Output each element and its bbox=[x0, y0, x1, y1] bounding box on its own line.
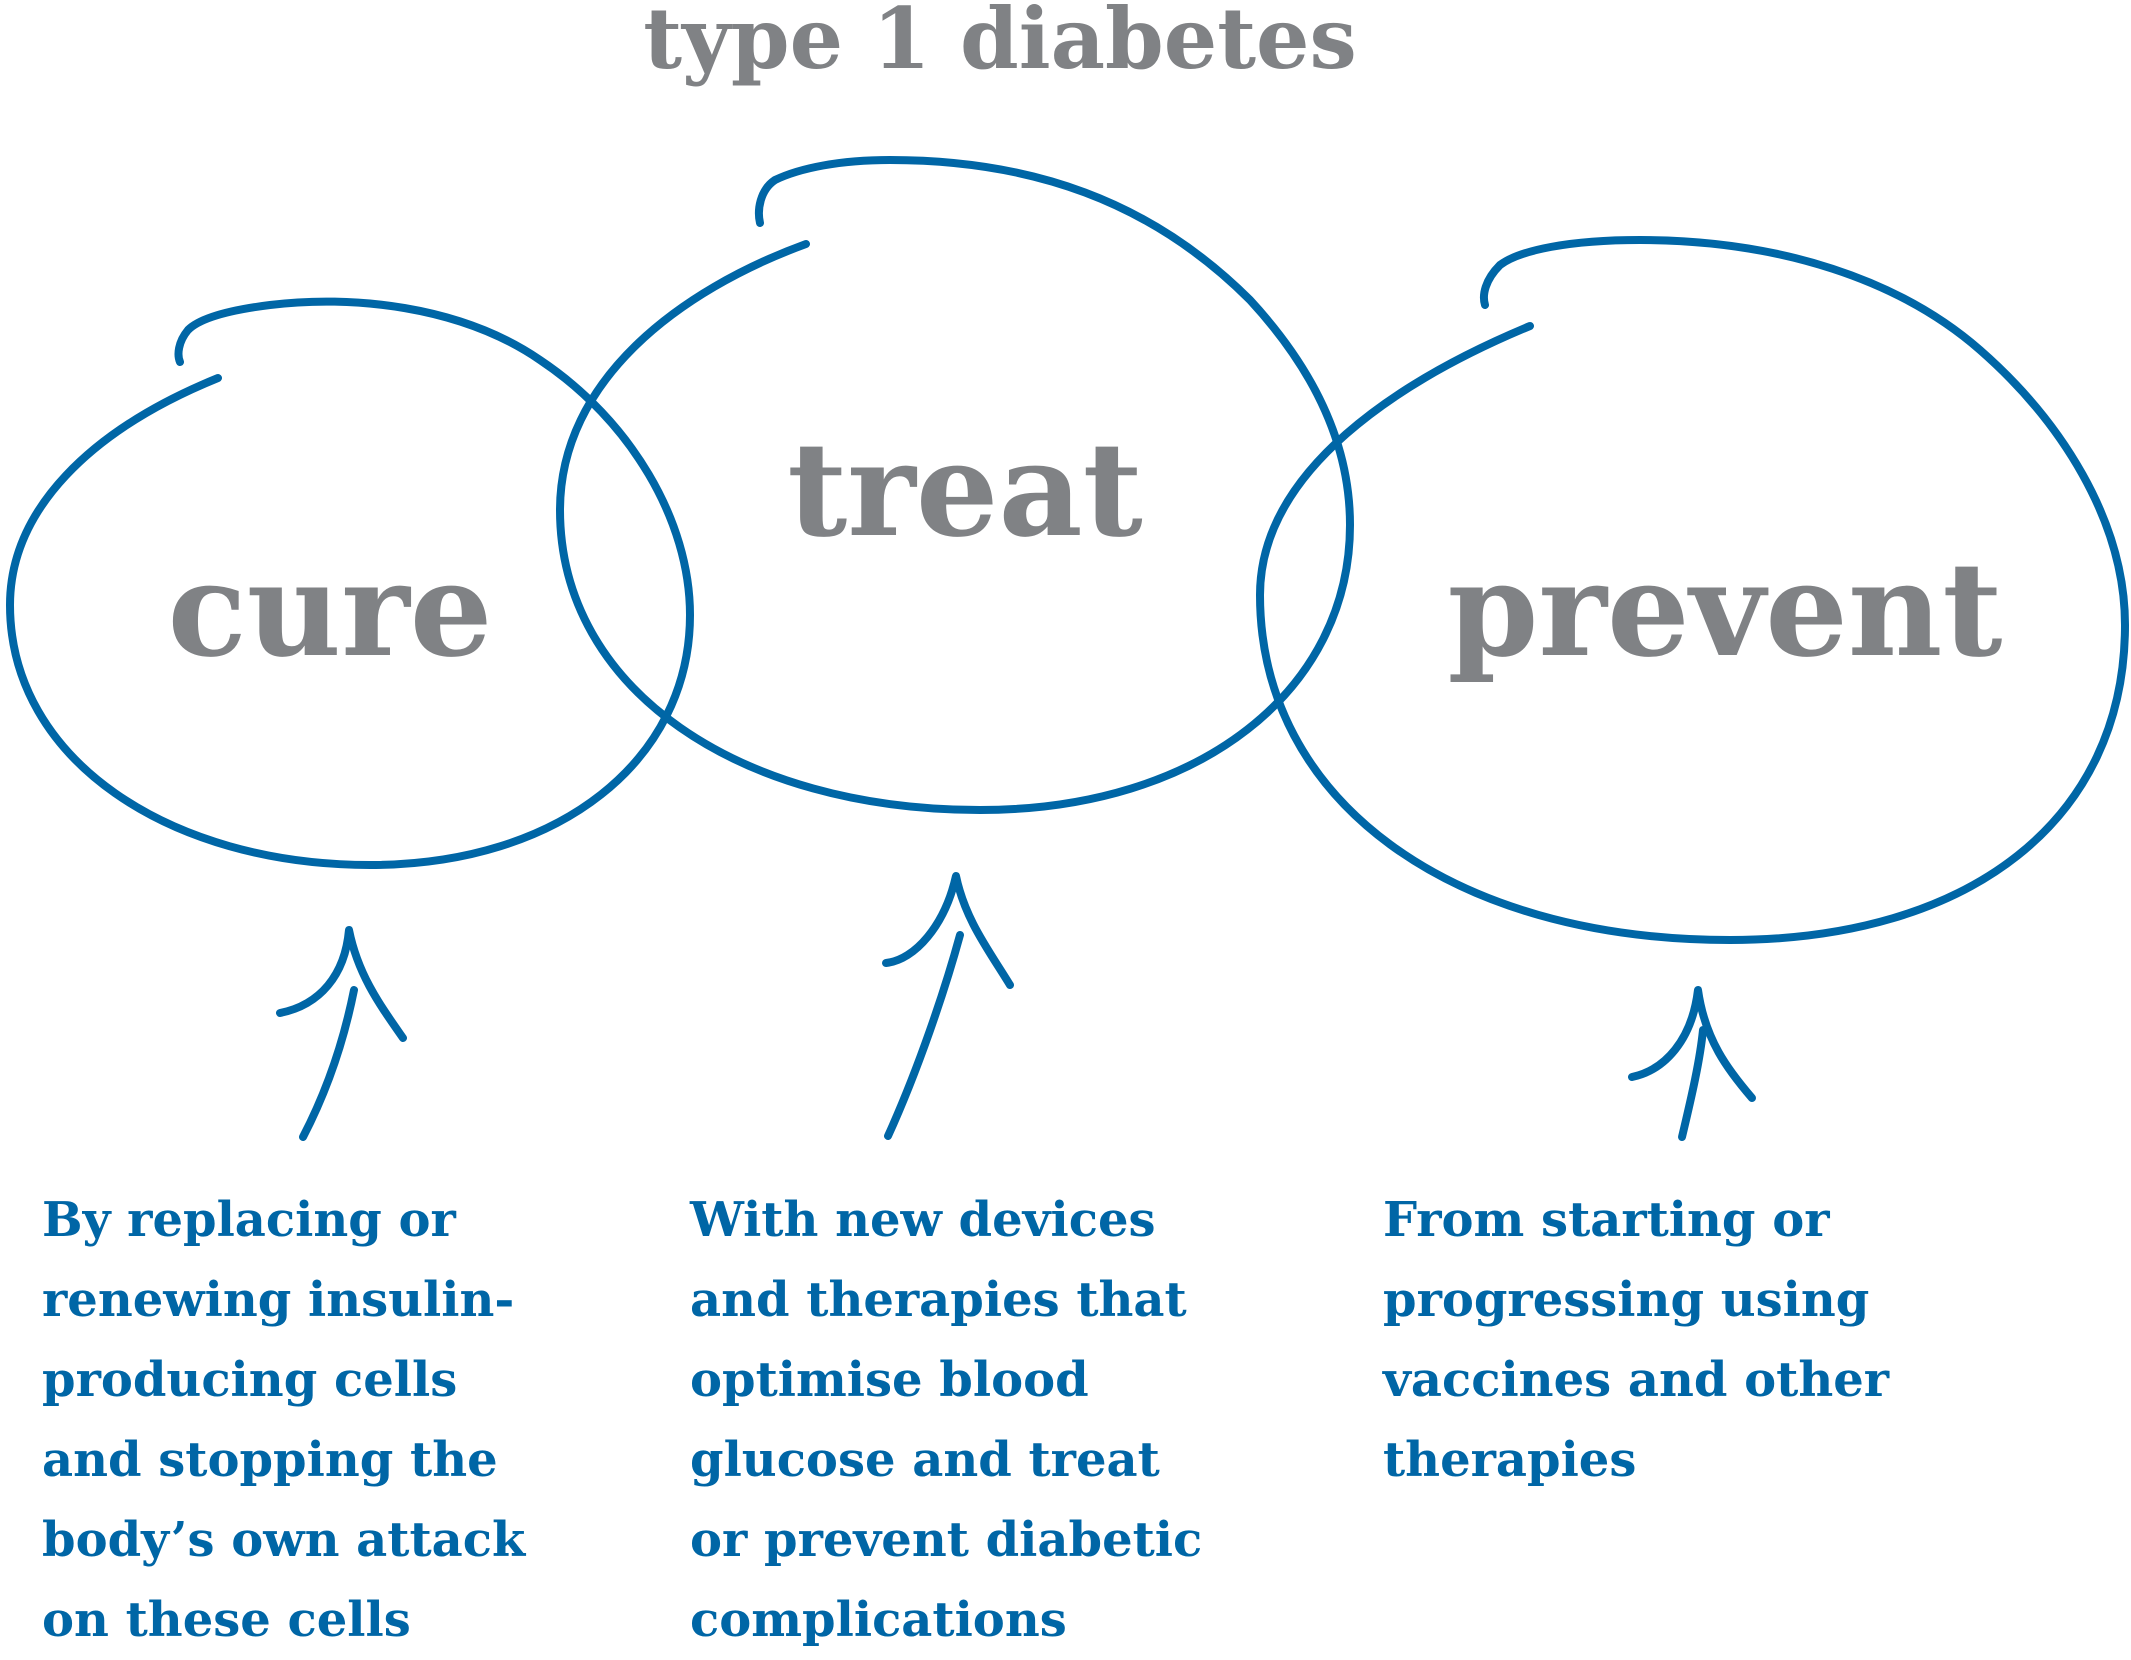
description-cure-line: on these cells bbox=[42, 1592, 411, 1648]
description-prevent-line: From starting or bbox=[1383, 1192, 1830, 1248]
prevent-loop bbox=[1256, 236, 2129, 944]
description-cure-line: renewing insulin- bbox=[42, 1272, 515, 1328]
description-treat-line: optimise blood bbox=[690, 1352, 1089, 1408]
arrow-cure bbox=[276, 926, 407, 1141]
description-cure-line: body’s own attack bbox=[42, 1512, 526, 1568]
arrow-treat-shaft bbox=[884, 931, 964, 1140]
description-prevent: From starting or progressing using vacci… bbox=[1383, 1180, 1889, 1500]
arrow-prevent-shaft bbox=[1678, 1026, 1707, 1141]
arrow-prevent bbox=[1628, 986, 1756, 1141]
description-cure: By replacing or renewing insulin- produc… bbox=[42, 1180, 525, 1660]
description-prevent-line: vaccines and other bbox=[1383, 1352, 1890, 1408]
description-treat-line: glucose and treat bbox=[690, 1432, 1160, 1488]
circle-label-prevent: prevent bbox=[1448, 533, 2003, 686]
description-treat-line: With new devices bbox=[690, 1192, 1156, 1248]
description-cure-line: producing cells bbox=[42, 1352, 458, 1408]
arrow-treat bbox=[882, 872, 1014, 1140]
arrow-cure-head bbox=[276, 926, 407, 1042]
description-cure-line: and stopping the bbox=[42, 1432, 498, 1488]
arrow-cure-shaft bbox=[299, 986, 358, 1141]
cure-loop bbox=[6, 297, 694, 869]
arrow-prevent-head bbox=[1628, 986, 1756, 1102]
circle-label-treat: treat bbox=[787, 413, 1143, 566]
arrow-treat-head bbox=[882, 872, 1014, 989]
description-treat-line: complications bbox=[690, 1592, 1067, 1648]
diagram-title: type 1 diabetes bbox=[643, 0, 1357, 88]
description-treat-line: and therapies that bbox=[690, 1272, 1187, 1328]
circle-label-cure: cure bbox=[168, 533, 493, 686]
description-prevent-line: therapies bbox=[1383, 1432, 1637, 1488]
description-cure-line: By replacing or bbox=[42, 1192, 456, 1248]
description-treat: With new devices and therapies that opti… bbox=[690, 1180, 1202, 1660]
description-prevent-line: progressing using bbox=[1383, 1272, 1870, 1328]
treat-loop bbox=[556, 156, 1354, 814]
description-treat-line: or prevent diabetic bbox=[690, 1512, 1203, 1568]
